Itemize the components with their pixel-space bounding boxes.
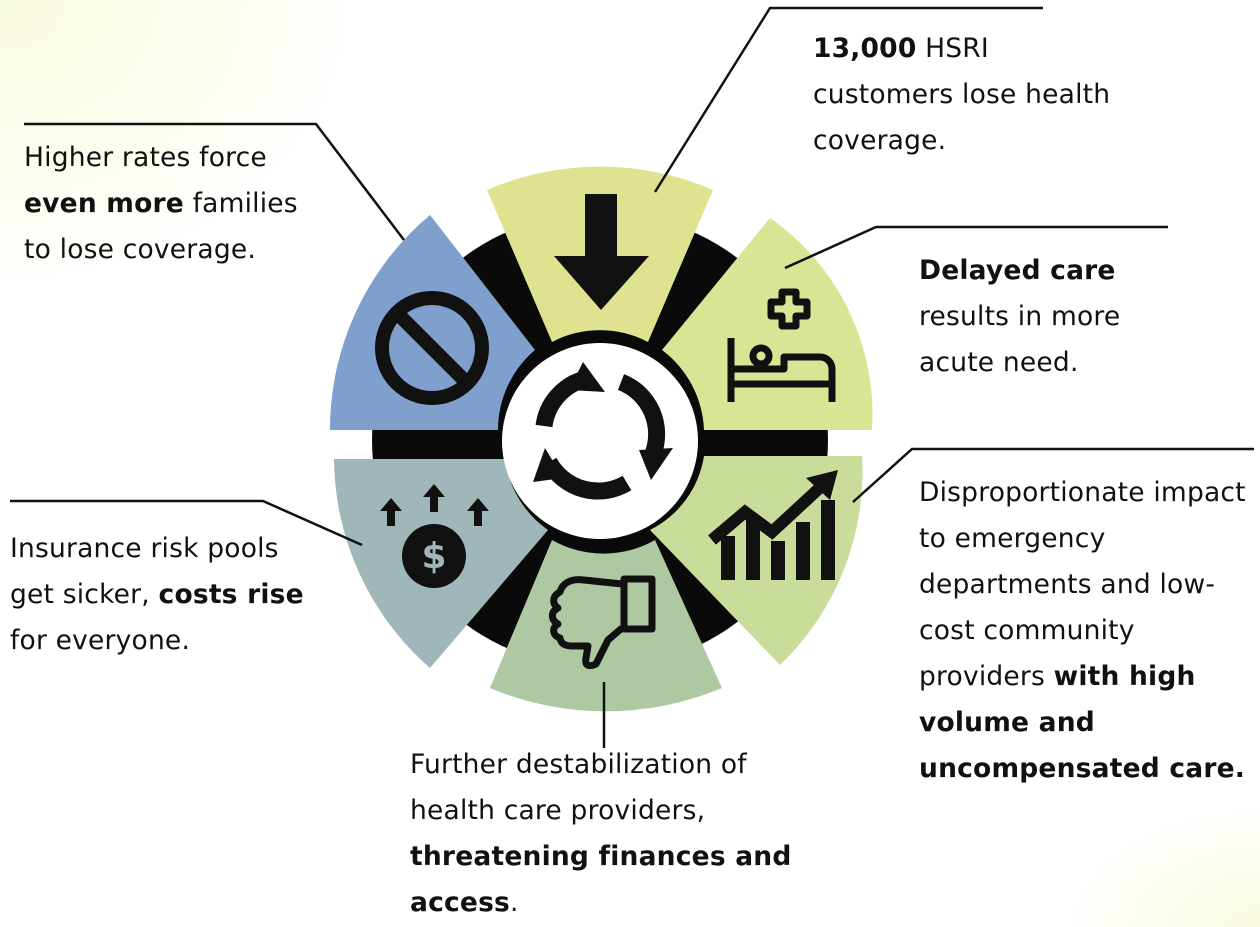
segment-upper-right (662, 218, 873, 430)
caption-provider-destabilization: Further destabilization of health care p… (410, 749, 792, 918)
leader-lines (10, 6, 1254, 748)
down-arrow-icon (554, 194, 649, 310)
svg-text:$: $ (421, 536, 446, 577)
caption-higher-rates: Higher rates force even more families to… (24, 142, 298, 265)
hospital-bed-icon (727, 288, 836, 402)
cycle-arrows-icon (533, 362, 673, 500)
leader-lower-right (852, 447, 1254, 503)
caption-coverage-loss: 13,000 HSRI customers lose health covera… (813, 33, 1111, 156)
rising-chart-icon (708, 470, 838, 580)
leader-top (653, 6, 1043, 193)
leader-lower-left (10, 499, 363, 547)
caption-disproportionate-impact: Disproportionate impact to emergency dep… (919, 477, 1246, 784)
segment-upper-left (329, 215, 535, 430)
center-circle (502, 343, 698, 539)
leader-upper-right (784, 225, 1168, 270)
thumbs-down-icon (548, 575, 656, 670)
caption-delayed-care: Delayed care results in more acute need. (919, 255, 1121, 378)
prohibited-icon (375, 291, 489, 405)
leader-upper-left (24, 122, 405, 241)
caption-insurance-risk: Insurance risk pools get sicker, costs r… (10, 533, 304, 656)
segment-bottom (490, 540, 722, 712)
rising-costs-icon: $ (380, 484, 489, 588)
